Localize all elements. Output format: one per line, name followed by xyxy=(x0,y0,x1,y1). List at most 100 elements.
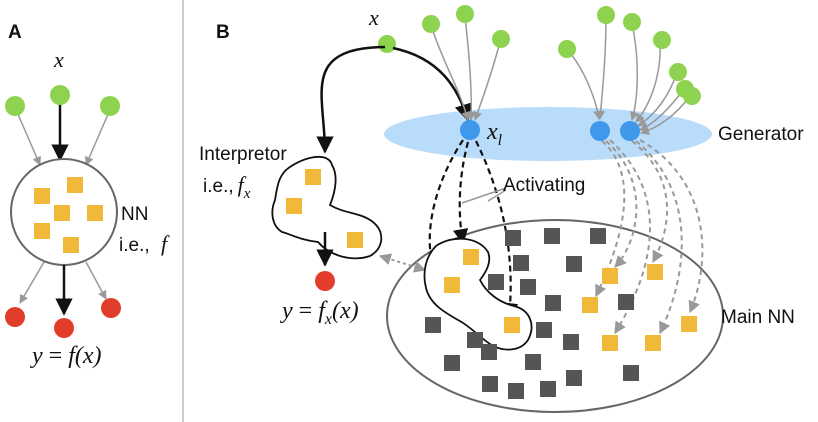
module xyxy=(444,277,460,293)
eq-f: f xyxy=(318,298,328,324)
module xyxy=(87,205,103,221)
panel-a-label: A xyxy=(8,22,22,43)
dark-module xyxy=(536,322,552,338)
generator-label: Generator xyxy=(718,124,804,145)
dark-module xyxy=(540,381,556,397)
interpretor-fn-main: f xyxy=(238,172,247,197)
nn-fn-prefix: i.e., xyxy=(119,235,150,256)
panel-a-input-label: x xyxy=(53,47,64,72)
dark-module xyxy=(545,295,561,311)
module xyxy=(54,205,70,221)
link-arrow xyxy=(378,253,427,273)
module xyxy=(286,198,302,214)
interpretor-fn: i.e.,fx xyxy=(203,172,251,202)
panel-a-output-eq: y=f(x) xyxy=(30,343,102,369)
input-node xyxy=(5,96,25,116)
dark-module xyxy=(444,355,460,371)
input-node xyxy=(558,40,576,58)
activating-arrow xyxy=(452,141,470,245)
eq-sub: x xyxy=(324,311,332,328)
module xyxy=(504,317,520,333)
module xyxy=(67,177,83,193)
dark-module xyxy=(482,376,498,392)
output-node xyxy=(101,298,121,318)
nn-label: NN xyxy=(121,204,148,225)
eq-y: y xyxy=(280,298,293,324)
arrow xyxy=(19,261,45,304)
generator-node-xl xyxy=(460,120,480,140)
xl-sub: l xyxy=(498,132,503,149)
arrow xyxy=(85,261,107,300)
dark-module xyxy=(508,383,524,399)
module xyxy=(582,297,598,313)
generator-node xyxy=(590,121,610,141)
module xyxy=(602,268,618,284)
arrow xyxy=(16,111,41,166)
panel-b: B Generator x xyxy=(199,5,804,413)
module xyxy=(645,335,661,351)
dark-module xyxy=(623,365,639,381)
arrow xyxy=(639,139,704,314)
eq-equals: = xyxy=(299,298,313,324)
input-node xyxy=(100,96,120,116)
dark-module xyxy=(566,370,582,386)
dark-module xyxy=(481,344,497,360)
module xyxy=(34,188,50,204)
dark-module xyxy=(425,317,441,333)
interpretor-fn-sub: x xyxy=(243,186,251,202)
module xyxy=(463,249,479,265)
module xyxy=(647,264,663,280)
generator-node xyxy=(620,121,640,141)
main-nn-label: Main NN xyxy=(721,307,795,328)
panel-b-input-label: x xyxy=(368,5,379,30)
input-node xyxy=(669,63,687,81)
activating-pointer xyxy=(461,187,507,204)
nn-fn: f xyxy=(161,231,170,256)
output-node xyxy=(315,271,335,291)
eq-equals: = xyxy=(49,343,63,369)
arrow xyxy=(431,27,471,121)
interpretor-fn-prefix: i.e., xyxy=(203,176,234,197)
panel-b-label: B xyxy=(216,22,230,43)
arrow xyxy=(635,140,683,335)
panel-b-output-eq: y=fx(x) xyxy=(280,298,359,328)
arrow xyxy=(473,41,501,121)
eq-y: y xyxy=(30,343,43,369)
arrow xyxy=(596,15,607,120)
input-node xyxy=(492,30,510,48)
input-node xyxy=(653,31,671,49)
input-node xyxy=(422,15,440,33)
dark-module xyxy=(467,332,483,348)
input-node xyxy=(50,85,70,105)
eq-arg: (x) xyxy=(332,298,359,324)
interpretor-label: Interpretor xyxy=(199,144,287,165)
arrow xyxy=(605,140,638,268)
panel-a: A x NN i.e., f y=f(x) xyxy=(5,22,170,369)
arrow xyxy=(316,45,386,154)
dark-module xyxy=(563,334,579,350)
arrow xyxy=(635,39,661,123)
dark-module xyxy=(513,255,529,271)
arrow xyxy=(85,111,110,166)
activating-arrow xyxy=(426,139,464,284)
module xyxy=(347,232,363,248)
xl-main: x xyxy=(486,119,498,145)
module xyxy=(34,223,50,239)
dark-module xyxy=(566,256,582,272)
dark-module xyxy=(618,294,634,310)
dark-module xyxy=(520,279,536,295)
input-node xyxy=(683,87,701,105)
eq-fx: f(x) xyxy=(68,343,101,369)
activating-label: Activating xyxy=(503,175,585,196)
arrow xyxy=(631,140,669,264)
arrow xyxy=(630,23,639,121)
module xyxy=(602,335,618,351)
module xyxy=(63,237,79,253)
dark-module xyxy=(544,228,560,244)
dark-module xyxy=(505,230,521,246)
input-node xyxy=(378,35,396,53)
arrow xyxy=(392,46,472,122)
input-node xyxy=(623,13,641,31)
arrow xyxy=(464,16,476,121)
